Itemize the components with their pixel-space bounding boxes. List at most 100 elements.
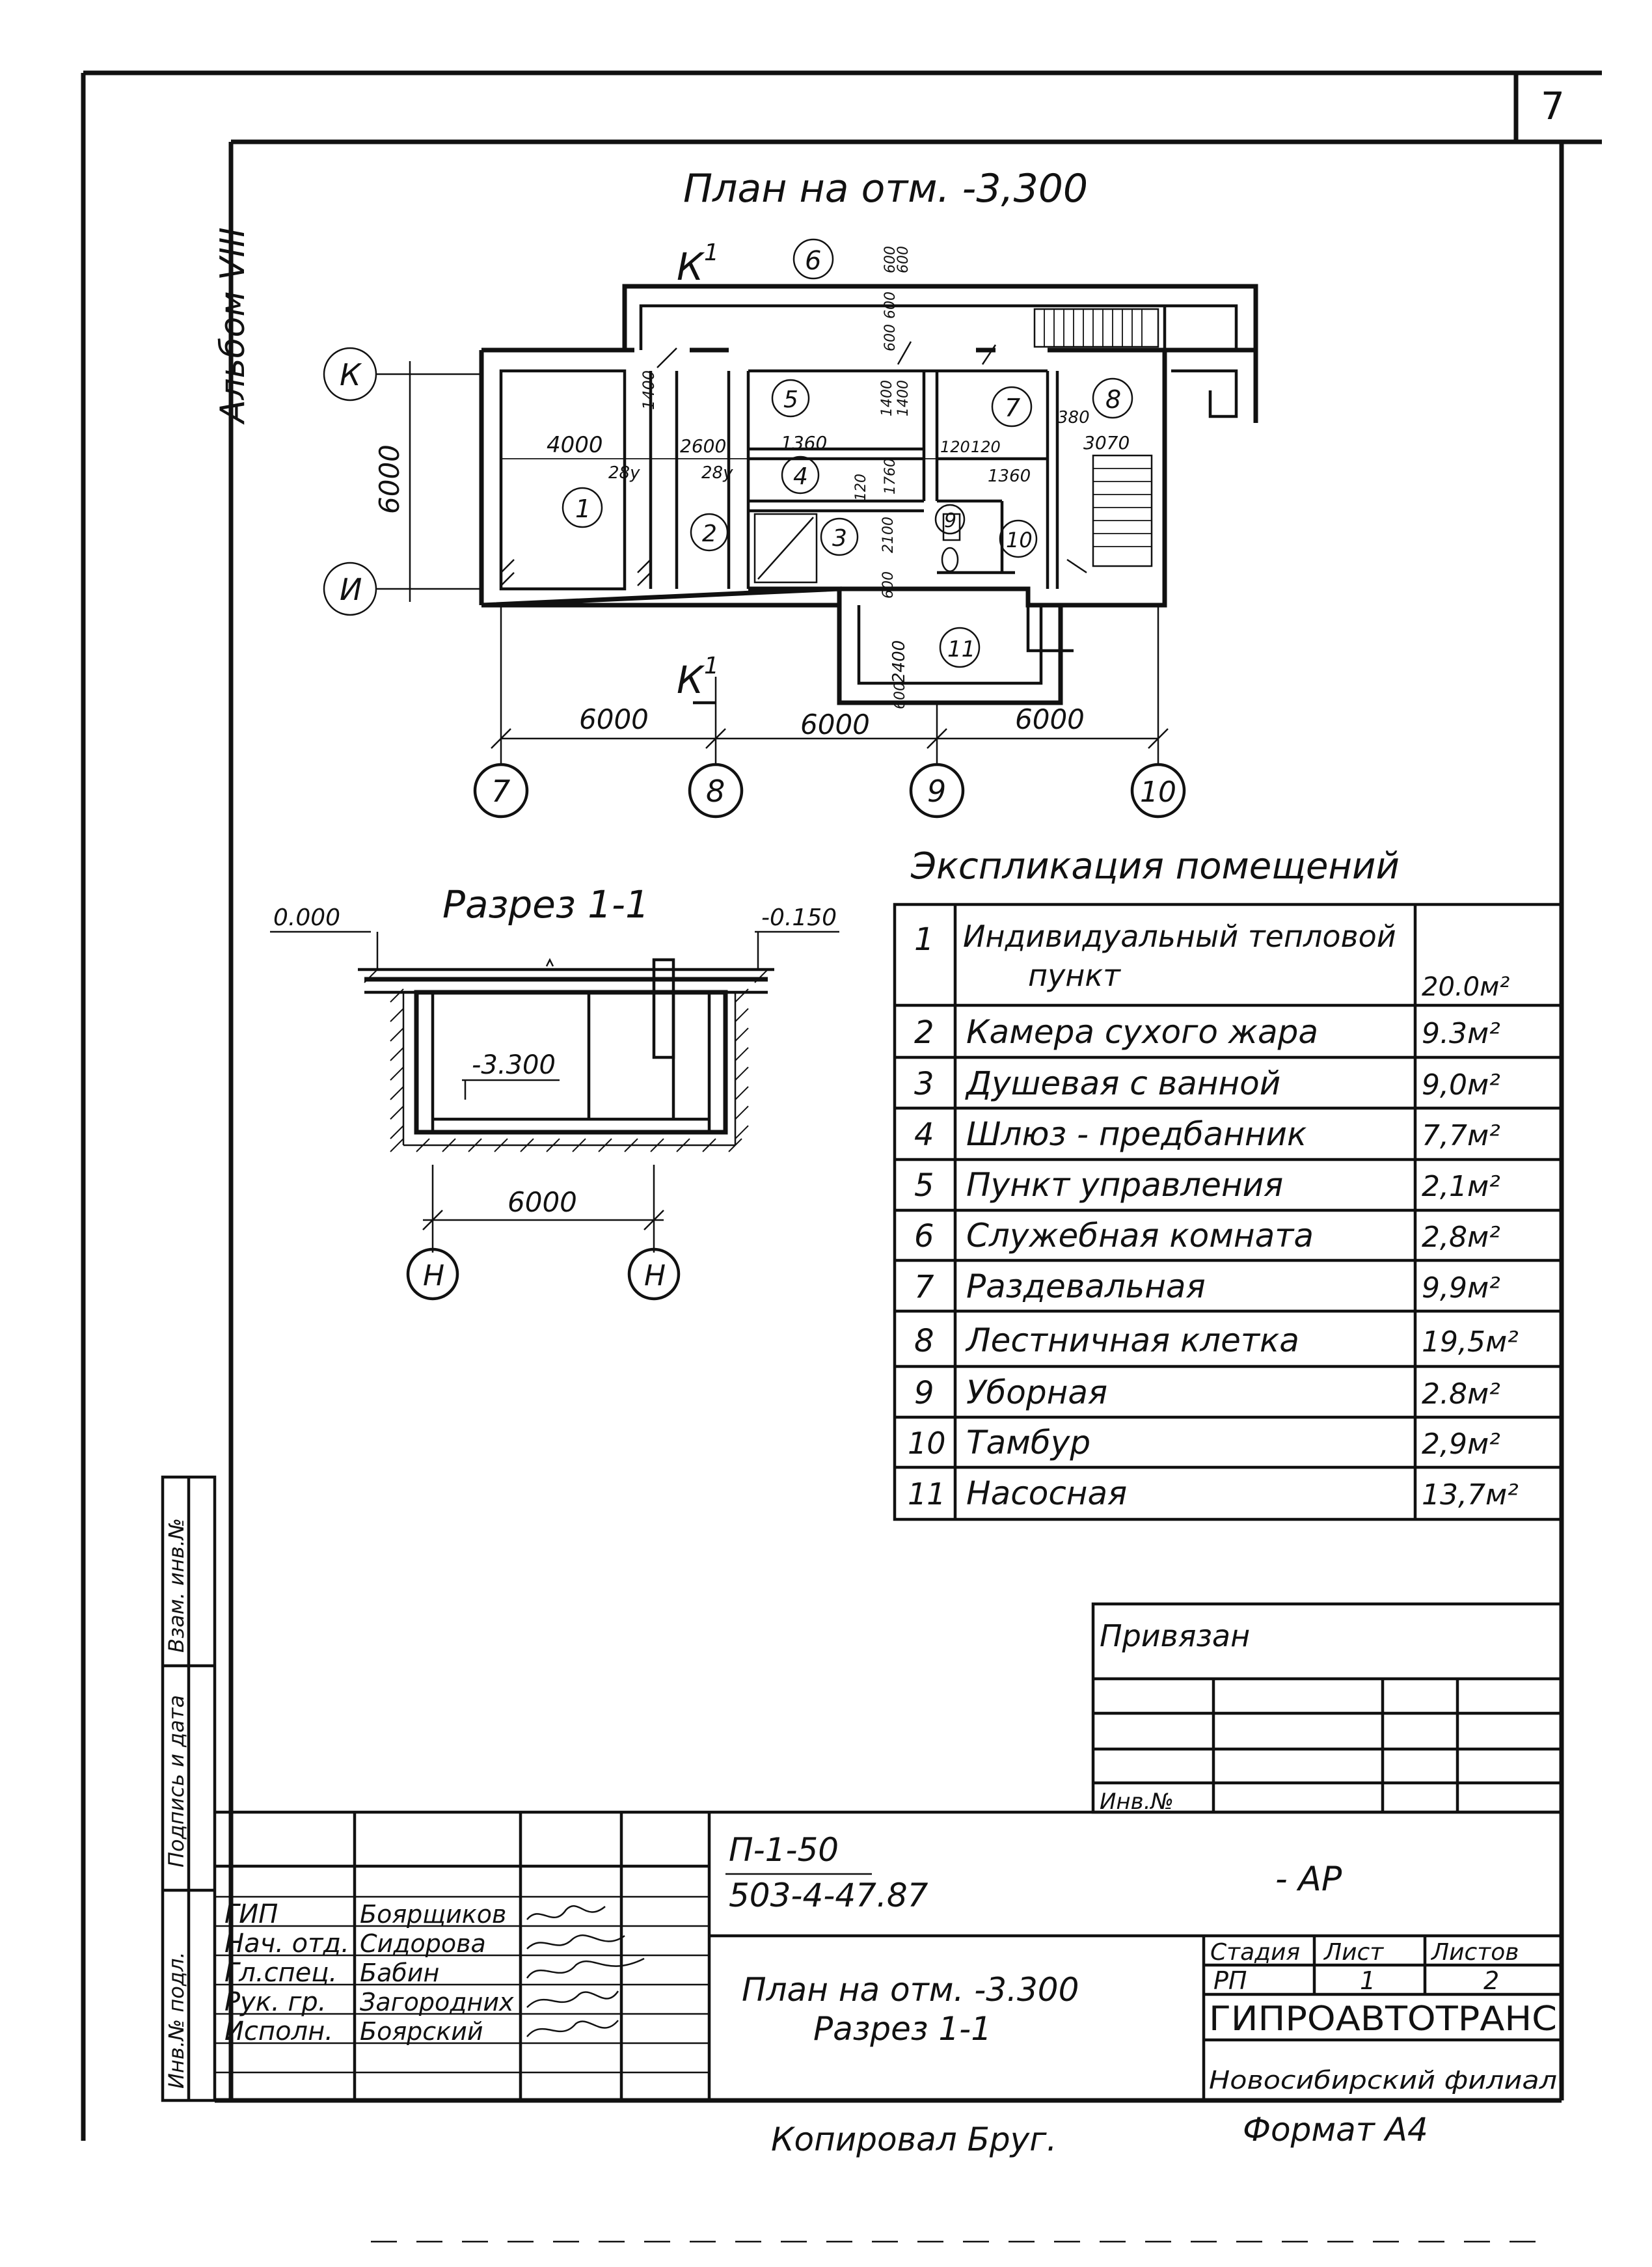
svg-text:-3.300: -3.300 (472, 1050, 556, 1080)
signatures (526, 1905, 645, 2037)
svg-text:1400: 1400 (879, 380, 895, 416)
svg-text:10: 10 (908, 1426, 946, 1461)
svg-text:Листов: Листов (1430, 1939, 1519, 1966)
svg-text:28у: 28у (608, 463, 640, 483)
svg-text:Боярщиков: Боярщиков (360, 1900, 506, 1929)
svg-text:ГИП: ГИП (224, 1899, 278, 1929)
svg-text:0.000: 0.000 (273, 904, 340, 931)
svg-text:Тамбур: Тамбур (966, 1424, 1090, 1461)
svg-text:600: 600 (882, 324, 899, 351)
svg-text:13,7м²: 13,7м² (1422, 1478, 1519, 1512)
svg-text:Стадия: Стадия (1210, 1939, 1300, 1966)
project-code-1: П-1-50 (729, 1831, 839, 1869)
binding-block: Привязан Инв.№ (1091, 1602, 1564, 1815)
svg-text:Боярский: Боярский (360, 2017, 483, 2046)
svg-text:Раздевальная: Раздевальная (966, 1268, 1206, 1305)
room-marker-5: 5 (771, 379, 810, 418)
drawing-mark: - АР (1275, 1860, 1342, 1899)
svg-text:Шлюз - предбанник: Шлюз - предбанник (966, 1115, 1307, 1153)
svg-text:2,1м²: 2,1м² (1422, 1170, 1500, 1203)
section-axis-2: Н (627, 1247, 681, 1301)
svg-text:7: 7 (1005, 394, 1020, 422)
svg-text:3070: 3070 (1083, 432, 1130, 454)
section-mark-bottom: К 1 (677, 653, 719, 716)
room-marker-9: 9 (934, 504, 966, 535)
sheet-title-1: План на отм. -3.300 (742, 1971, 1079, 2009)
explication-table (893, 903, 1564, 1521)
explication-row-5: 5 Пункт управления 2,1м² (914, 1166, 1500, 1204)
svg-text:600: 600 (882, 292, 899, 319)
copied-by: Копировал Бруг. (771, 2121, 1057, 2158)
svg-text:5: 5 (914, 1167, 934, 1204)
svg-text:600: 600 (895, 246, 912, 273)
axis-marker-6: 6 (792, 238, 834, 280)
svg-text:Н: Н (423, 1259, 444, 1292)
svg-text:3: 3 (832, 525, 847, 552)
plan-title: План на отм. -3,300 (683, 166, 1088, 211)
svg-text:120: 120 (940, 438, 970, 456)
svg-text:2400: 2400 (889, 640, 909, 683)
col-dim-3: 6000 (1015, 703, 1085, 735)
room-marker-11: 11 (939, 627, 981, 668)
svg-text:600: 600 (892, 682, 908, 709)
explication-row-4: 4 Шлюз - предбанник 7,7м² (914, 1115, 1500, 1153)
section-mark-top: К 1 (677, 239, 729, 289)
room-marker-1: 1 (562, 487, 603, 528)
svg-text:7,7м²: 7,7м² (1422, 1119, 1500, 1152)
svg-text:Насосная: Насосная (966, 1474, 1127, 1512)
svg-text:1: 1 (1360, 1966, 1375, 1995)
stage-block: Стадия Лист Листов РП 1 2 (1210, 1939, 1519, 1995)
explication-row-3: 3 Душевая с ванной 9,0м² (914, 1065, 1500, 1102)
room-marker-10: 10 (999, 519, 1038, 558)
svg-text:Лист: Лист (1323, 1939, 1384, 1966)
svg-text:4: 4 (914, 1117, 934, 1153)
svg-text:Нач. отд.: Нач. отд. (224, 1929, 349, 1959)
page-number: 7 (1541, 84, 1565, 128)
svg-text:пункт: пункт (1028, 958, 1121, 993)
explication-row-11: 11 Насосная 13,7м² (908, 1474, 1519, 1512)
svg-text:Камера сухого жара: Камера сухого жара (966, 1013, 1318, 1051)
svg-text:2: 2 (702, 521, 717, 547)
axis-col-9: 9 (909, 755, 965, 819)
svg-text:Бабин: Бабин (360, 1959, 439, 1987)
room-marker-2: 2 (690, 513, 729, 552)
svg-text:1: 1 (914, 921, 934, 958)
svg-text:9,0м²: 9,0м² (1422, 1068, 1500, 1102)
org-name: ГИПРОАВТОТРАНС (1209, 2000, 1557, 2039)
svg-text:120: 120 (853, 474, 869, 501)
svg-text:9: 9 (914, 1375, 934, 1411)
explication-row-7: 7 Раздевальная 9,9м² (914, 1268, 1500, 1305)
svg-text:4: 4 (793, 463, 808, 490)
album-label: Альбом VIII (213, 227, 252, 425)
title-block-grid (215, 1810, 1562, 2100)
svg-text:2600: 2600 (680, 435, 726, 457)
svg-text:4000: 4000 (547, 432, 603, 458)
explication-row-2: 2 Камера сухого жара 9.3м² (914, 1013, 1500, 1051)
svg-text:6: 6 (914, 1218, 934, 1255)
svg-text:8: 8 (1105, 385, 1121, 414)
explication-row-8: 8 Лестничная клетка 19,5м² (914, 1322, 1519, 1359)
svg-text:К: К (340, 357, 362, 392)
sheet-title-2: Разрез 1-1 (813, 2010, 992, 2048)
svg-text:И: И (340, 572, 362, 607)
svg-text:1760: 1760 (882, 458, 899, 495)
role-names: ГИП Нач. отд. Гл.спец. Рук. гр. Исполн. … (224, 1899, 514, 2046)
svg-text:Подпись и дата: Подпись и дата (164, 1695, 189, 1867)
room-marker-8: 8 (1092, 377, 1133, 419)
svg-text:1: 1 (704, 239, 719, 266)
svg-text:600: 600 (880, 571, 897, 599)
svg-text:К: К (677, 658, 705, 702)
svg-text:1360: 1360 (781, 432, 827, 454)
svg-text:Н: Н (644, 1259, 666, 1292)
explication-row-10: 10 Тамбур 2,9м² (908, 1424, 1500, 1461)
svg-text:-0.150: -0.150 (761, 904, 837, 931)
svg-text:Сидорова: Сидорова (360, 1929, 486, 1958)
svg-text:2: 2 (1483, 1966, 1499, 1995)
side-stamp: Взам. инв.№ Подпись и дата Инв.№ подл. (161, 1475, 217, 2102)
svg-text:РП: РП (1213, 1966, 1247, 1995)
svg-text:10: 10 (1140, 776, 1176, 809)
svg-text:Душевая с ванной: Душевая с ванной (965, 1065, 1280, 1102)
org-branch: Новосибирский филиал (1209, 2066, 1557, 2095)
axis-row-i: И (323, 562, 481, 616)
row-dim: 6000 (373, 444, 405, 514)
